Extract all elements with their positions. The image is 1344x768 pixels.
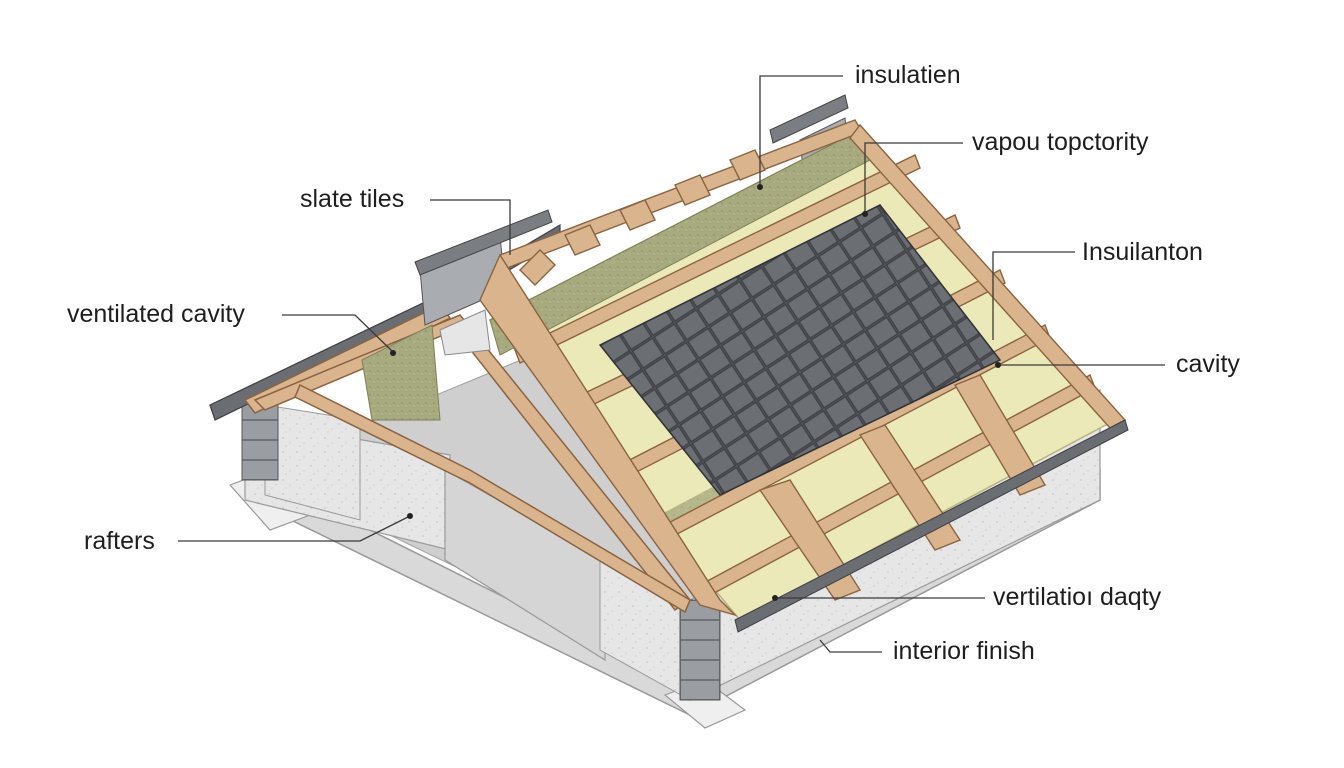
label-ventilated-cavity: ventilated cavity <box>67 300 245 328</box>
label-insulation-top: insulatien <box>855 61 961 89</box>
chimney-left <box>414 209 553 356</box>
ventilated-cavity-block <box>361 324 441 421</box>
block-piers <box>241 399 721 701</box>
label-insulation-right: Insuilanton <box>1082 238 1203 266</box>
leader-dots <box>390 184 1001 601</box>
leader-lines <box>178 75 1165 653</box>
label-vapour: vapou topctority <box>972 128 1149 156</box>
label-interior-finish: interior finish <box>893 637 1035 665</box>
slate-panel <box>598 204 1002 496</box>
label-cavity: cavity <box>1176 350 1240 378</box>
ridge-rafters <box>479 119 1127 617</box>
gutter <box>734 419 1129 633</box>
left-slope-frame <box>243 304 692 614</box>
label-ventilation-cavity: vertilatioı daqty <box>993 583 1162 611</box>
label-slate-tiles: slate tiles <box>300 185 405 213</box>
label-rafters: rafters <box>84 527 155 555</box>
